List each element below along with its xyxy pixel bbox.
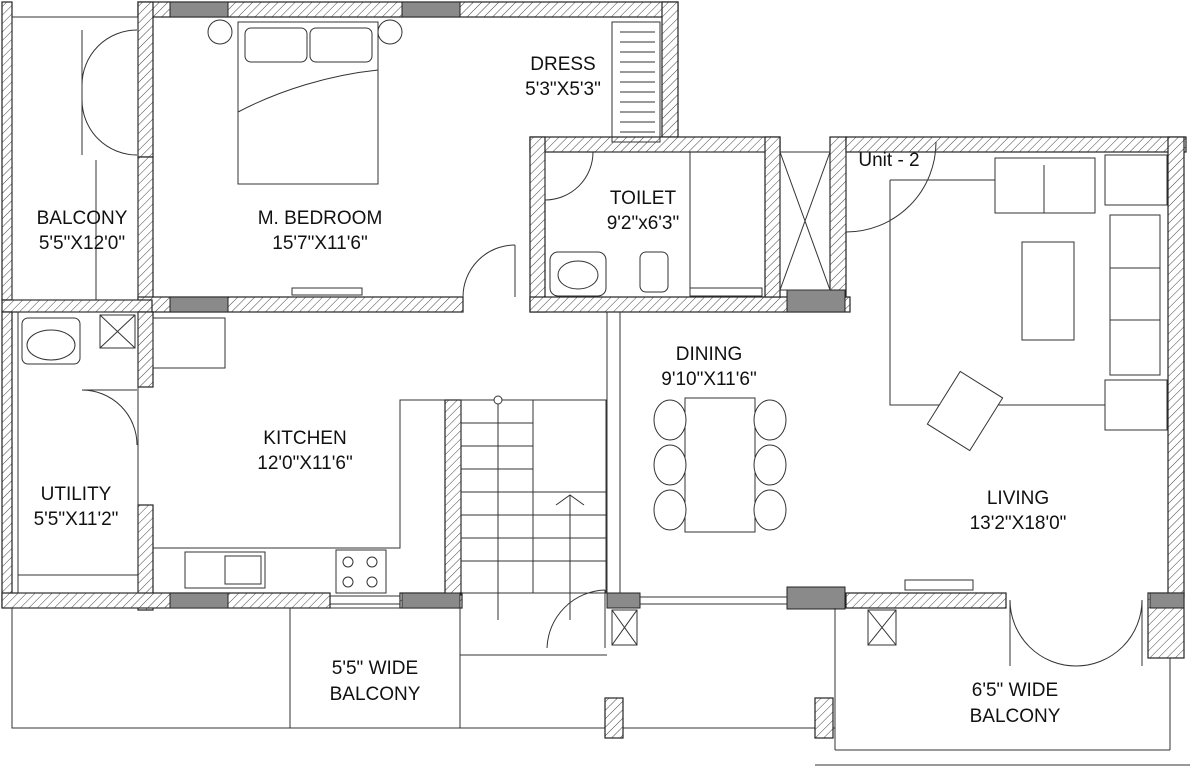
room-balcony-right-size: BALCONY (970, 706, 1061, 727)
doors (81, 29, 1143, 667)
wall-shaft-right (829, 136, 847, 298)
room-kitchen-size: 12'0"X11'6" (257, 453, 352, 474)
wall-living-right (1167, 136, 1185, 598)
room-toilet-name: TOILET (610, 188, 677, 209)
column (401, 592, 461, 609)
room-balcony-front-name: 5'5" WIDE (332, 658, 418, 679)
dining-table (653, 397, 787, 533)
staircase (460, 395, 607, 620)
column (169, 592, 229, 609)
room-labels: BALCONY 5'5"X12'0" M. BEDROOM 15'7"X11'6… (34, 54, 1067, 727)
column (401, 1, 461, 18)
column (606, 592, 641, 609)
wall-bottom-left (1, 592, 331, 609)
room-dress-size: 5'3"X5'3" (525, 79, 601, 100)
column (169, 296, 229, 313)
wall-stair-left (444, 399, 462, 596)
column (786, 586, 846, 610)
column (169, 1, 229, 18)
room-toilet-size: 9'2"x6'3" (607, 213, 680, 234)
room-balcony-left-name: BALCONY (37, 208, 128, 229)
columns (169, 1, 1185, 610)
wall-bedroom-left (137, 1, 154, 158)
wall-dress-right (661, 1, 679, 138)
kitchen-fixtures (184, 549, 387, 594)
utility-fixtures (21, 317, 81, 365)
room-balcony-front-size: BALCONY (330, 684, 421, 705)
room-utility-name: UTILITY (41, 484, 112, 505)
room-master-bedroom-size: 15'7"X11'6" (272, 233, 367, 254)
room-living-name: LIVING (987, 488, 1049, 509)
room-balcony-left-size: 5'5"X12'0" (39, 233, 125, 254)
wall-toilet-left (529, 136, 546, 313)
column (786, 289, 846, 313)
wall-toilet-top (529, 136, 781, 153)
outlines (11, 16, 1190, 766)
room-dress-name: DRESS (530, 54, 595, 75)
unit-label: Unit - 2 (858, 150, 919, 171)
room-master-bedroom-name: M. BEDROOM (258, 208, 383, 229)
column (1149, 592, 1185, 609)
living-furniture (889, 154, 1168, 591)
wall-kitchen-left (137, 311, 154, 388)
wall-bottom-right (845, 592, 1007, 609)
toilet-fixtures (549, 251, 763, 297)
room-dining-size: 9'10"X11'6" (661, 369, 756, 390)
room-living-size: 13'2"X18'0" (970, 513, 1067, 534)
room-utility-size: 5'5"X11'2" (34, 509, 119, 530)
wall-balcony-bottom (1, 299, 153, 313)
room-balcony-right-name: 6'5" WIDE (972, 680, 1058, 701)
room-kitchen-name: KITCHEN (263, 428, 346, 449)
bed (207, 19, 403, 296)
walls (1, 1, 1187, 659)
wall-utility-left (1, 311, 13, 608)
room-dining-name: DINING (676, 344, 743, 365)
wall-bedroom-left-lower (137, 156, 154, 303)
wall-toilet-right (764, 136, 781, 298)
wall-left-upper (1, 1, 13, 301)
